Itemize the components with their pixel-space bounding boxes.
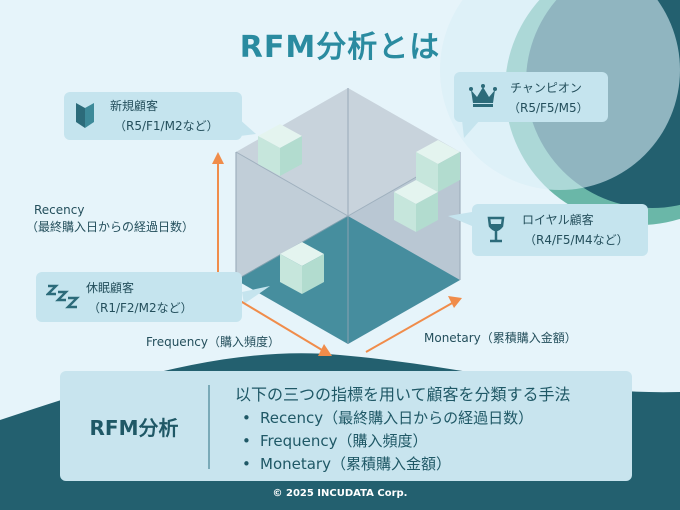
- recency-arrow-head: [212, 152, 224, 164]
- monetary-arrow-head: [448, 296, 462, 308]
- segment-dormant-callout: 休眠顧客 （R1/F2/M2など）: [36, 272, 242, 322]
- list-item: Monetary（累積購入金額）: [260, 453, 533, 476]
- segment-dormant-code: （R1/F2/M2など）: [88, 301, 193, 315]
- rfm-definition-box: RFM分析 以下の三つの指標を用いて顧客を分類する手法 Recency（最終購入…: [60, 371, 632, 481]
- crown-icon: [468, 84, 498, 113]
- small-cube-champion: [416, 140, 460, 192]
- segment-champion-callout: チャンピオン （R5/F5/M5）: [454, 72, 608, 122]
- rfm-definition-divider: [208, 385, 210, 469]
- recency-axis-label-line1: Recency: [34, 203, 85, 217]
- segment-new-callout: 新規顧客 （R5/F1/M2など）: [64, 92, 242, 140]
- page-title: RFM分析とは: [239, 30, 441, 65]
- segment-loyal-code: （R4/F5/M4など）: [524, 233, 629, 247]
- beginner-mark-icon: [74, 102, 96, 135]
- segment-champion-code: （R5/F5/M5）: [508, 101, 589, 115]
- recency-axis-label-line2: （最終購入日からの経過日数）: [26, 220, 195, 234]
- rfm-metric-list: Recency（最終購入日からの経過日数） Frequency（購入頻度） Mo…: [260, 407, 533, 476]
- list-item: Recency（最終購入日からの経過日数）: [260, 407, 533, 430]
- frequency-arrow-head: [318, 344, 332, 356]
- wine-glass-icon: [486, 216, 506, 249]
- small-cube-dormant: [280, 242, 324, 294]
- frequency-axis-label: Frequency（購入頻度）: [146, 335, 280, 349]
- segment-new-name: 新規顧客: [110, 99, 159, 113]
- segment-dormant-name: 休眠顧客: [86, 281, 135, 295]
- segment-new-code: （R5/F1/M2など）: [114, 119, 219, 133]
- axis-arrows: [212, 152, 462, 356]
- rfm-definition-title: RFM分析: [89, 415, 179, 440]
- recency-axis-label: Recency （最終購入日からの経過日数）: [26, 202, 194, 236]
- small-cube-loyal: [394, 180, 438, 232]
- monetary-axis-label: Monetary（累積購入金額）: [424, 331, 577, 345]
- sleep-zzz-icon: [45, 282, 80, 317]
- list-item: Frequency（購入頻度）: [260, 430, 533, 453]
- small-cube-new: [258, 124, 302, 176]
- segment-champion-name: チャンピオン: [510, 81, 582, 95]
- segment-loyal-callout: ロイヤル顧客 （R4/F5/M4など）: [472, 204, 648, 256]
- rfm-definition-description: 以下の三つの指標を用いて顧客を分類する手法: [235, 385, 571, 404]
- copyright-footer: © 2025 INCUDATA Corp.: [272, 488, 408, 499]
- segment-loyal-name: ロイヤル顧客: [522, 213, 594, 227]
